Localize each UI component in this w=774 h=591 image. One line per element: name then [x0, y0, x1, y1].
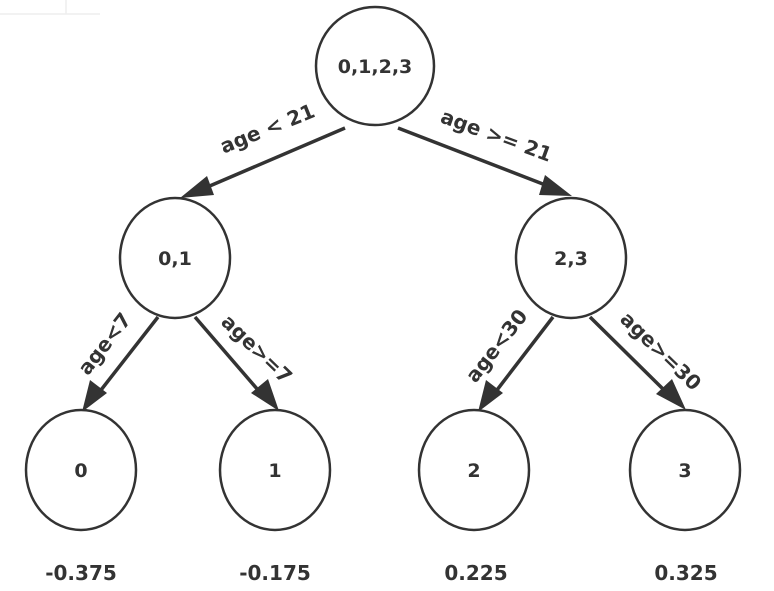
left-node: 0,1	[118, 196, 232, 320]
root-node-label: 0,1,2,3	[338, 56, 413, 78]
edge-label-right-leaf2: age<30	[461, 304, 533, 387]
leaf-value-3: 0.325	[654, 561, 717, 585]
edge-right-leaf2-line	[495, 315, 555, 392]
leaf-value-0: -0.375	[45, 561, 117, 585]
root-node: 0,1,2,3	[314, 5, 436, 127]
left-node-label: 0,1	[158, 248, 192, 270]
leaf-values: -0.375 -0.175 0.225 0.325	[45, 561, 717, 585]
leaf-value-2: 0.225	[444, 561, 507, 585]
edge-label-left-leaf1: age>=7	[217, 309, 298, 388]
leaf-node-3: 3	[628, 408, 742, 532]
edge-label-left-leaf0: age<7	[73, 308, 136, 380]
leaf-node-0-label: 0	[74, 460, 87, 482]
edge-root-right-line	[397, 126, 549, 188]
nodes: 0,1,2,3 0,1 2,3 0 1 2 3	[24, 5, 742, 532]
leaf-node-2-circle	[417, 408, 531, 532]
leaf-node-0-circle	[24, 408, 138, 532]
edge-label-right-leaf3: age>=30	[616, 307, 707, 396]
leaf-node-1: 1	[218, 408, 332, 532]
edge-root-right-arrow	[539, 175, 572, 196]
right-node-circle	[514, 196, 628, 320]
edge-left-leaf1-line	[193, 315, 260, 392]
right-node: 2,3	[514, 196, 628, 320]
right-node-label: 2,3	[554, 248, 588, 270]
edge-right-leaf2-arrow	[478, 380, 503, 412]
edge-left-leaf1-arrow	[251, 379, 279, 411]
root-node-circle	[314, 5, 436, 127]
leaf-value-1: -0.175	[239, 561, 311, 585]
edge-right-leaf3-arrow	[656, 379, 686, 410]
leaf-node-1-label: 1	[268, 460, 281, 482]
leaf-node-3-circle	[628, 408, 742, 532]
edge-root-left-arrow	[180, 176, 214, 198]
leaf-node-2: 2	[417, 408, 531, 532]
edge-root-left-line	[204, 126, 346, 190]
edge-left-leaf0-line	[99, 315, 160, 392]
left-node-circle	[118, 196, 232, 320]
edge-label-root-left: age < 21	[217, 99, 319, 159]
edge-label-root-right: age >= 21	[437, 104, 555, 166]
leaf-node-3-label: 3	[678, 460, 691, 482]
leaf-node-1-circle	[218, 408, 332, 532]
leaf-node-2-label: 2	[467, 460, 480, 482]
edge-right-leaf3-line	[588, 315, 666, 392]
edges	[82, 126, 686, 412]
leaf-node-0: 0	[24, 408, 138, 532]
edge-left-leaf0-arrow	[82, 380, 107, 412]
